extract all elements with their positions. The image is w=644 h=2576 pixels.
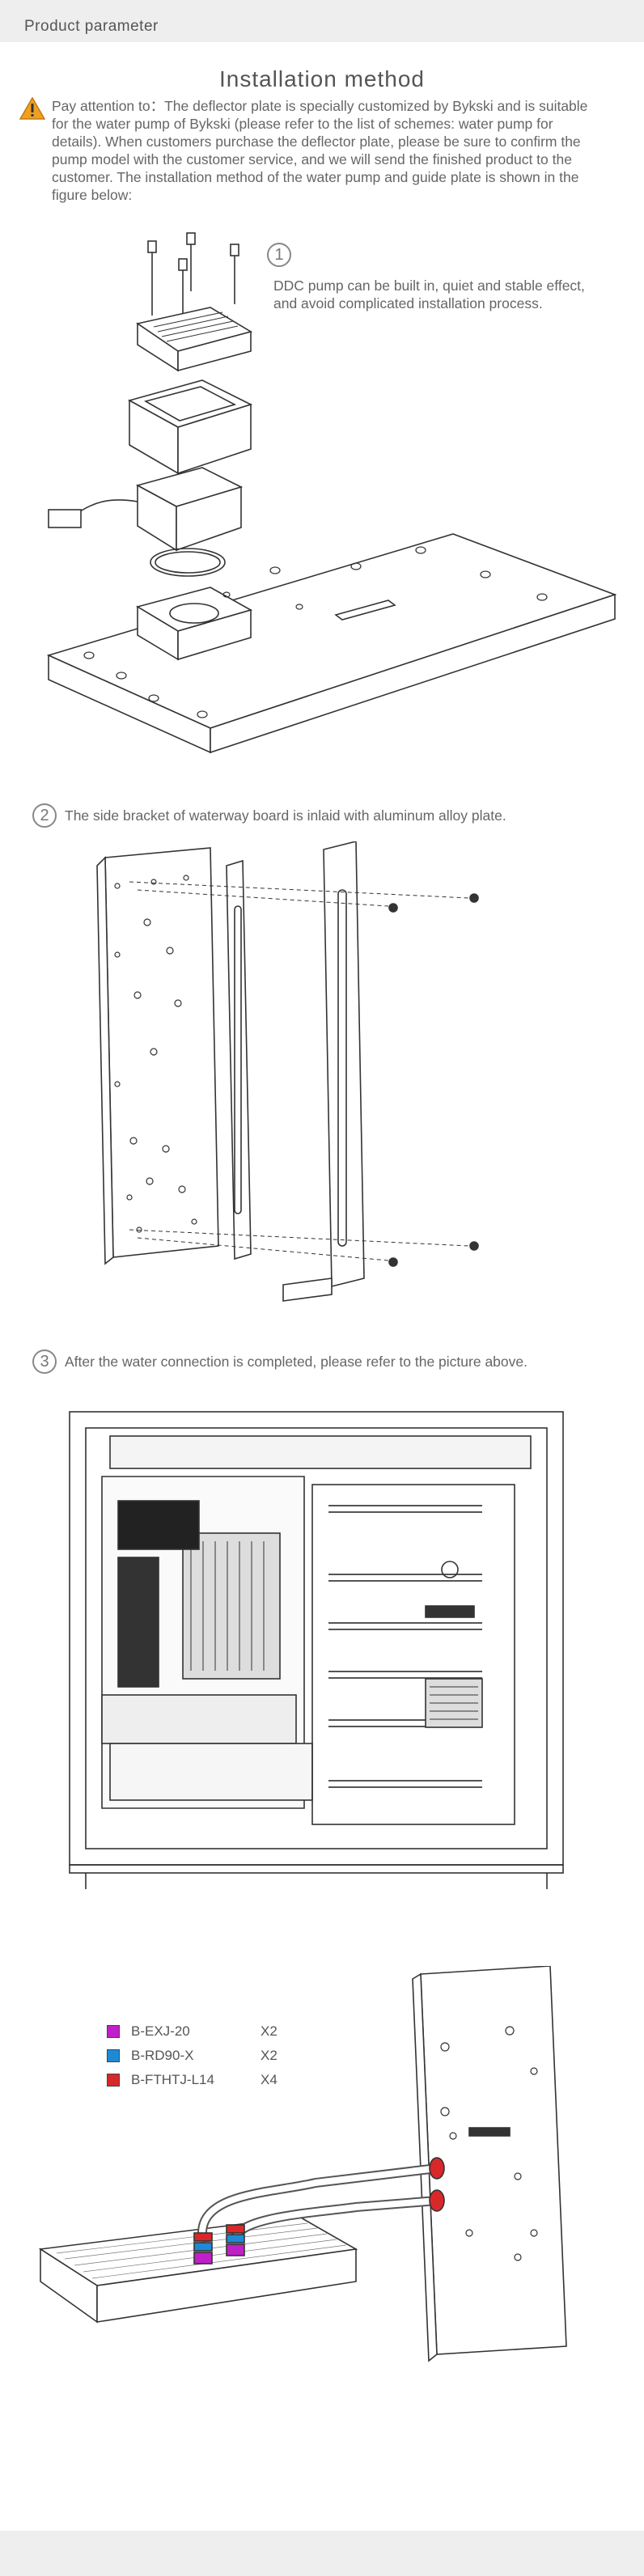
assembled-case-illustration xyxy=(61,1404,571,1909)
notice-line: customer. The installation method of the… xyxy=(52,169,579,185)
bracket-illustration xyxy=(81,840,502,1323)
screw-icon xyxy=(388,893,479,1267)
step2-caption: The side bracket of waterway board is in… xyxy=(65,807,506,824)
legend-item: B-EXJ-20 X2 xyxy=(107,2023,278,2040)
warning-icon xyxy=(19,96,46,124)
legend-swatch xyxy=(107,2024,120,2038)
legend-item: B-RD90-X X2 xyxy=(107,2047,278,2065)
notice-line: pump model with the customer service, an… xyxy=(52,151,572,167)
pump-exploded-illustration xyxy=(32,227,631,765)
step-number-badge: 3 xyxy=(32,1349,57,1374)
fitting-connection-illustration xyxy=(32,1965,583,2472)
notice-line: Pay attention to：The deflector plate is … xyxy=(52,98,588,114)
legend-qty: X2 xyxy=(261,2023,278,2039)
step1-caption-line: and avoid complicated installation proce… xyxy=(273,295,543,311)
step1-caption-line: DDC pump can be built in, quiet and stab… xyxy=(273,278,585,294)
footer-bar xyxy=(0,2531,644,2576)
step-number-badge: 1 xyxy=(267,243,291,267)
legend-qty: X4 xyxy=(261,2071,278,2087)
notice-line: figure below: xyxy=(52,187,133,203)
step-number-badge: 2 xyxy=(32,803,57,828)
installation-notice: Pay attention to：The deflector plate is … xyxy=(52,97,618,204)
legend-item: B-FTHTJ-L14 X4 xyxy=(107,2071,278,2089)
legend-qty: X2 xyxy=(261,2047,278,2063)
header-bar xyxy=(0,0,644,42)
legend-code: B-FTHTJ-L14 xyxy=(131,2071,214,2087)
step3-caption: After the water connection is completed,… xyxy=(65,1354,527,1370)
notice-line: for the water pump of Bykski (please ref… xyxy=(52,116,553,132)
notice-line: details). When customers purchase the de… xyxy=(52,133,581,150)
legend-swatch xyxy=(107,2049,120,2062)
legend-code: B-RD90-X xyxy=(131,2047,194,2063)
legend-swatch xyxy=(107,2073,120,2087)
screw-icon xyxy=(147,232,239,317)
legend-code: B-EXJ-20 xyxy=(131,2023,190,2039)
step1-caption: DDC pump can be built in, quiet and stab… xyxy=(273,277,585,312)
page-header-title: Product parameter xyxy=(24,18,159,35)
section-title: Installation method xyxy=(218,66,426,91)
